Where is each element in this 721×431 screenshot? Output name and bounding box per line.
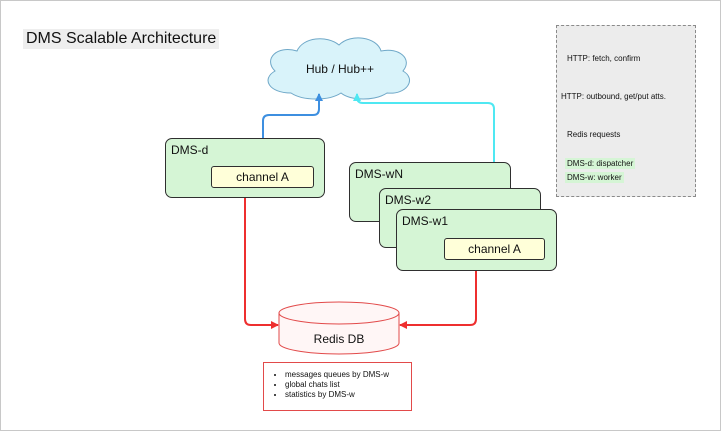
dms-d-channel: channel A [211, 166, 314, 188]
arrow-dms-d-to-redis [244, 198, 279, 329]
dms-wn-label: DMS-wN [355, 167, 403, 181]
redis-note-item: messages queues by DMS-w [285, 370, 411, 380]
legend-http-fetch-label: HTTP: fetch, confirm [567, 54, 641, 63]
dms-w1-channel: channel A [444, 238, 545, 260]
arrow-dms-d-to-hub [262, 93, 323, 165]
dms-d-box: DMS-d channel A [165, 138, 325, 198]
legend-panel: HTTP: fetch, confirm HTTP: outbound, get… [556, 25, 696, 197]
redis-notes-list: messages queues by DMS-w global chats li… [264, 363, 411, 400]
redis-notes-box: messages queues by DMS-w global chats li… [263, 362, 412, 411]
dms-w2-label: DMS-w2 [385, 193, 432, 207]
dms-d-label: DMS-d [171, 143, 209, 157]
arrow-dms-w1-to-redis [399, 271, 477, 329]
legend-dms-w-desc: DMS-w: worker [565, 172, 624, 183]
legend-dms-d-desc: DMS-d: dispatcher [565, 158, 636, 169]
redis-db-cylinder [278, 301, 400, 355]
redis-note-item: global chats list [285, 380, 411, 390]
arrow-dms-w1-to-hub [353, 93, 495, 237]
hub-cloud-shape [267, 37, 410, 100]
legend-http-outbound-label: HTTP: outbound, get/put atts. [561, 92, 666, 101]
dms-w1-box: DMS-w1 channel A [396, 209, 557, 271]
hub-label: Hub / Hub++ [305, 62, 375, 76]
legend-redis-label: Redis requests [567, 130, 621, 139]
redis-db-label: Redis DB [313, 332, 365, 346]
page-title: DMS Scalable Architecture [23, 29, 220, 49]
dms-w1-label: DMS-w1 [402, 214, 449, 228]
redis-note-item: statistics by DMS-w [285, 390, 411, 400]
